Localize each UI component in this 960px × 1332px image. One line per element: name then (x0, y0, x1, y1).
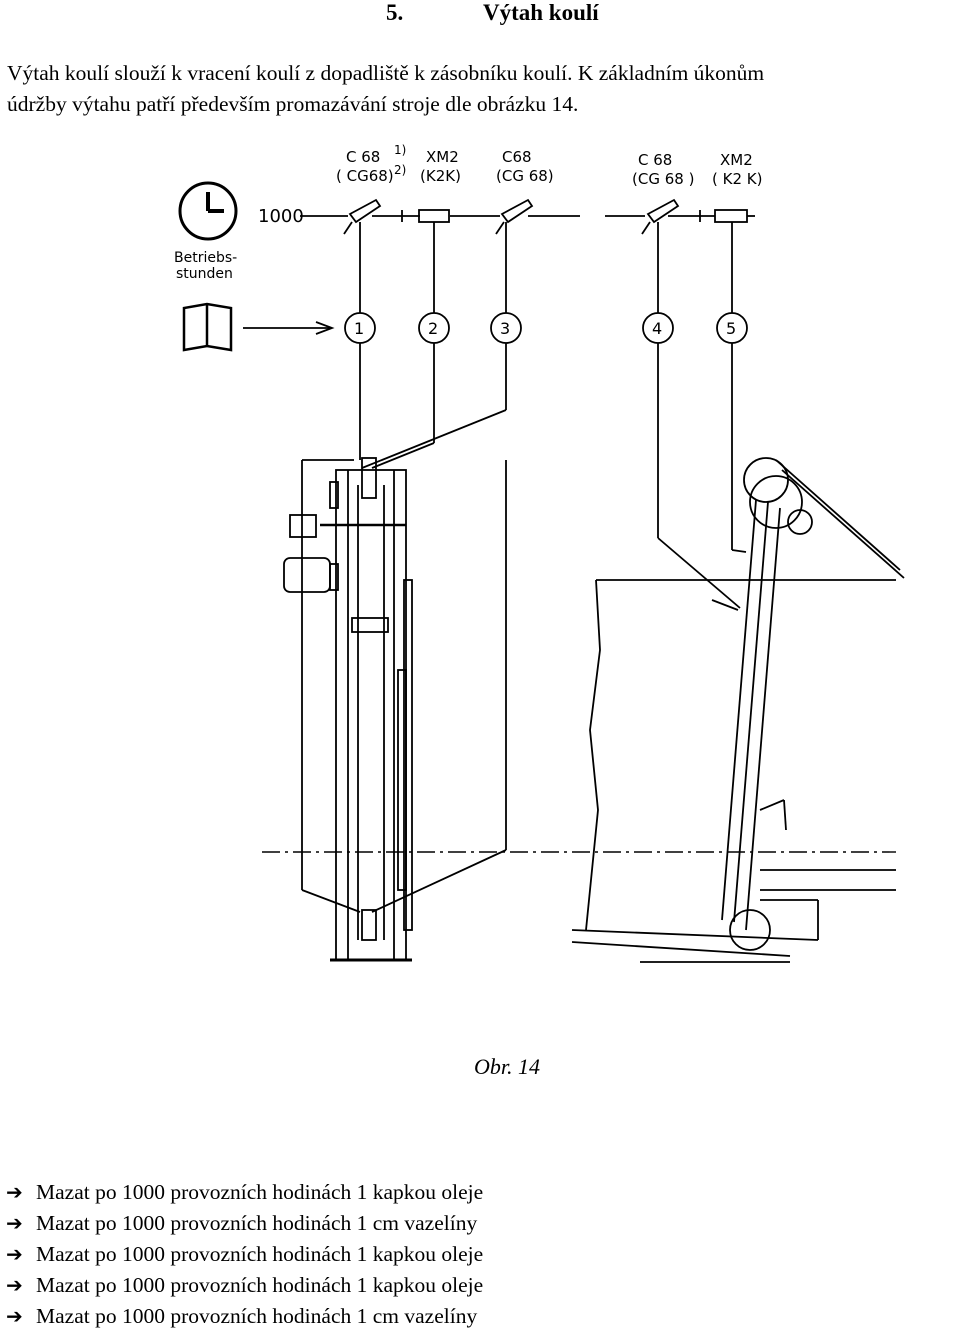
point-3-label: 3 (500, 319, 510, 338)
point-4-label: 4 (652, 319, 662, 338)
manual-book-icon (182, 302, 233, 352)
return-conveyor (571, 457, 905, 963)
label-cg68-b: (CG 68) (496, 167, 554, 185)
arrow-right-icon: ➔ (6, 1242, 23, 1266)
arrow-right-icon: ➔ (6, 1304, 23, 1328)
instruction-text: Mazat po 1000 provozních hodinách 1 kapk… (36, 1180, 484, 1204)
figure-caption: Obr. 14 (474, 1054, 541, 1079)
instruction-text: Mazat po 1000 provozních hodinách 1 cm v… (36, 1211, 478, 1235)
instruction-item: ➔ Mazat po 1000 provozních hodinách 1 cm … (6, 1208, 956, 1239)
clock-icon (178, 181, 238, 241)
lubrication-diagram: C 68 ( CG68) 1) 2) XM2 (K2K) C68 (CG 68)… (0, 130, 960, 990)
label-hours: 1000 (258, 206, 304, 227)
point-2-label: 2 (428, 319, 438, 338)
label-xm2-b: XM2 (720, 151, 753, 169)
label-xm2-a: XM2 (426, 148, 459, 166)
label-note-1: 1) (394, 143, 406, 157)
diagram-svg: C 68 ( CG68) 1) 2) XM2 (K2K) C68 (CG 68)… (174, 143, 905, 963)
grease-fitting-5-icon (714, 209, 755, 223)
oiler-3-icon (495, 198, 534, 235)
label-k2k-a: (K2K) (420, 167, 461, 185)
arrow-right-icon: ➔ (6, 1273, 23, 1297)
elevator-column (283, 457, 413, 962)
label-betriebs-1: Betriebs- (174, 250, 237, 266)
arrow-right-icon: ➔ (6, 1180, 23, 1204)
section-title: Výtah koulí (483, 0, 599, 25)
label-k2k-b: ( K2 K) (712, 170, 762, 188)
lubrication-instructions: ➔ Mazat po 1000 provozních hodinách 1 kap… (6, 1177, 956, 1332)
instruction-item: ➔ Mazat po 1000 provozních hodinách 1 kap… (6, 1270, 956, 1301)
label-note-2: 2) (394, 163, 406, 177)
section-heading: 5. Výtah koulí (0, 0, 960, 30)
instruction-text: Mazat po 1000 provozních hodinách 1 kapk… (36, 1242, 484, 1266)
label-cg68-c: (CG 68 ) (632, 170, 694, 188)
intro-paragraph: Výtah koulí slouží k vracení koulí z dop… (7, 58, 957, 120)
instruction-item: ➔ Mazat po 1000 provozních hodinách 1 cm … (6, 1301, 956, 1332)
section-number: 5. (386, 0, 404, 25)
instruction-text: Mazat po 1000 provozních hodinách 1 cm v… (36, 1304, 478, 1328)
instruction-item: ➔ Mazat po 1000 provozních hodinách 1 kap… (6, 1177, 956, 1208)
label-c68-b: C68 (502, 148, 532, 166)
label-betriebs-2: stunden (176, 266, 233, 282)
instruction-text: Mazat po 1000 provozních hodinách 1 kapk… (36, 1273, 484, 1297)
intro-line-2: údržby výtahu patří především promazáván… (7, 92, 579, 116)
label-c68-a: C 68 (346, 148, 380, 166)
intro-line-1: Výtah koulí slouží k vracení koulí z dop… (7, 61, 765, 85)
oiler-1-icon (343, 198, 382, 235)
arrow-right-icon: ➔ (6, 1211, 23, 1235)
label-cg68-a: ( CG68) (336, 167, 394, 185)
grease-fitting-2-icon (418, 209, 450, 223)
label-c68-c: C 68 (638, 151, 672, 169)
instruction-item: ➔ Mazat po 1000 provozních hodinách 1 kap… (6, 1239, 956, 1270)
point-5-label: 5 (726, 319, 736, 338)
point-1-label: 1 (354, 319, 364, 338)
oiler-4-icon (641, 198, 680, 235)
